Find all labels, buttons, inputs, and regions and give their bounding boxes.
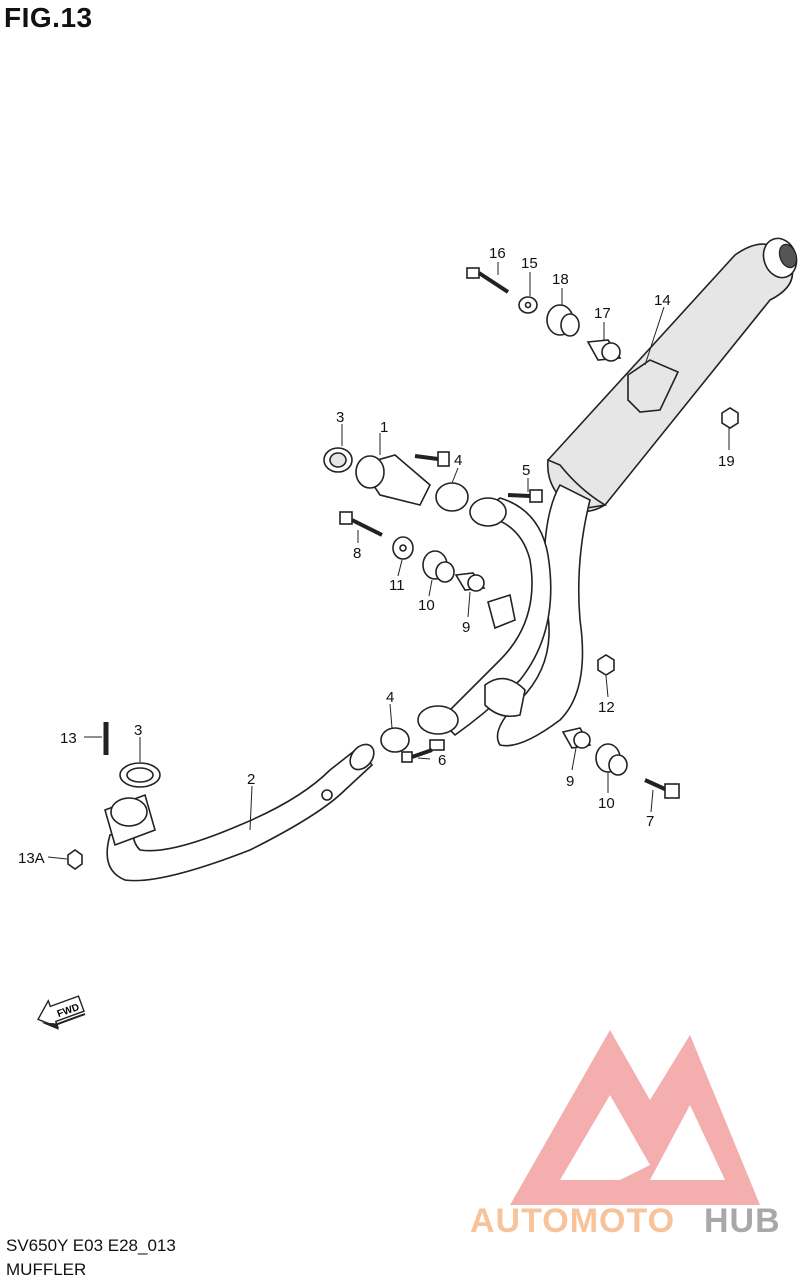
collar-9-lower	[561, 727, 592, 749]
callout-13: 13	[60, 730, 77, 747]
figure-title: FIG.13	[4, 2, 93, 33]
watermark-text-1: AUTOMOTO	[470, 1202, 675, 1240]
callout-10-lower: 10	[598, 795, 615, 812]
leader-lines	[47, 262, 730, 860]
callout-4-upper: 4	[454, 452, 462, 469]
gasket-4-lower	[380, 727, 410, 753]
callout-4-lower: 4	[386, 689, 394, 706]
callout-15: 15	[521, 255, 538, 272]
front-exhaust-pipe	[104, 743, 375, 882]
callout-10-upper: 10	[418, 597, 435, 614]
callout-5: 5	[522, 462, 530, 479]
bolt-4-upper	[414, 451, 450, 467]
bolt-16	[466, 267, 510, 294]
nut-12	[597, 654, 615, 676]
callout-17: 17	[594, 305, 611, 322]
callout-11: 11	[389, 577, 405, 594]
collar-9-upper	[454, 572, 486, 592]
gasket-3-upper	[323, 447, 353, 473]
washer-11	[392, 536, 414, 560]
callout-6: 6	[438, 752, 446, 769]
bolt-6	[401, 748, 433, 763]
diagram-caption: MUFFLER	[6, 1260, 87, 1279]
callout-7: 7	[646, 813, 654, 830]
callout-14: 14	[654, 292, 671, 309]
collar-17	[586, 339, 622, 362]
bolt-5	[507, 489, 543, 503]
callout-16: 16	[489, 245, 506, 262]
callout-18: 18	[552, 271, 569, 288]
callout-3-lower: 3	[134, 722, 142, 739]
nut-13a	[67, 849, 83, 870]
gasket-4-upper	[435, 482, 469, 512]
watermark-text-2: HUB	[704, 1202, 781, 1240]
gasket-3-lower	[119, 762, 161, 788]
bolt-8	[339, 511, 383, 537]
cushion-18	[546, 304, 580, 337]
washer-15	[518, 296, 538, 314]
callout-9-upper: 9	[462, 619, 470, 636]
model-code: SV650Y E03 E28_013	[6, 1236, 176, 1255]
nut-19	[721, 407, 739, 429]
cushion-10-lower	[595, 743, 628, 776]
cushion-10-upper	[422, 550, 455, 583]
callout-12: 12	[598, 699, 615, 716]
muffler-silencer	[546, 237, 798, 513]
callout-3-upper: 3	[336, 409, 344, 426]
clamp-6	[417, 705, 459, 751]
bolt-7	[644, 778, 680, 799]
callout-labels: 1 2 3 3 4 4 5 6 7 8 9 9 10 10 11 12 13 1…	[18, 245, 735, 867]
callout-1: 1	[380, 419, 388, 436]
forward-arrow-icon: FWD	[37, 995, 86, 1030]
callout-2: 2	[247, 771, 255, 788]
callout-19: 19	[718, 453, 735, 470]
watermark-logo: AUTOMOTO HUB	[470, 1030, 781, 1240]
connector-pipe-1	[355, 454, 431, 506]
callout-8: 8	[353, 545, 361, 562]
callout-9-lower: 9	[566, 773, 574, 790]
callout-13a: 13A	[18, 850, 45, 867]
rear-exhaust-pipe	[438, 483, 591, 747]
